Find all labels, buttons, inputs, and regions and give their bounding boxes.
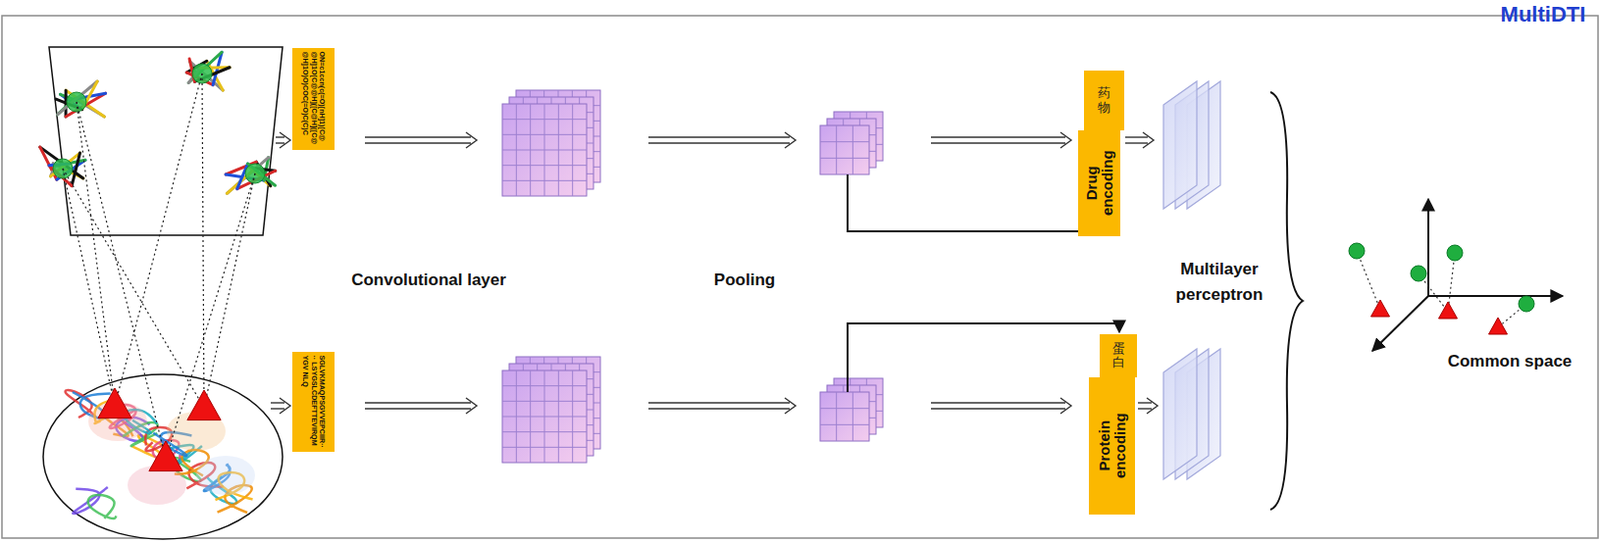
binding-link [62,168,115,407]
protein-embedding [1489,317,1508,335]
feature-map [502,103,587,197]
molecule [186,51,230,91]
stage-label: Convolutional layer [310,267,547,294]
flow-arrow [364,132,477,149]
encoding-label: Drug encoding [1083,142,1116,225]
stage-label: Multilayer perceptron [1157,257,1282,308]
drug-embedding [1348,243,1365,259]
sequence-box: SGLVKMAQPSGVVEPCIIR···· LSYGSLCDEFTTEVIR… [292,352,335,453]
axis [1427,199,1430,297]
molecule [55,81,105,117]
feature-map [820,125,870,175]
protein-embedding [1439,302,1458,319]
binding-link [62,168,205,409]
molecule [40,147,86,187]
protein-surface [196,456,256,496]
drug-embedding [1518,296,1535,312]
flow-arrow [930,132,1072,149]
skip-line [847,323,1120,393]
feature-map [502,370,587,464]
frame [1,15,1599,539]
flow-arrow [930,398,1072,414]
protein-panel [43,374,283,540]
flow-arrow [364,398,477,414]
protein-embedding [1371,300,1391,317]
drug-embedding [1410,265,1427,282]
brace [1270,92,1303,511]
flow-arrow [648,398,796,414]
flow-arrow [1137,398,1158,414]
drug-embedding [1446,245,1463,261]
binding-site [98,388,132,419]
embedding-link [1356,251,1381,310]
stage-label: Common space [1436,349,1584,375]
label-tab: 蛋白 [1099,334,1137,378]
flow-arrow [270,398,291,414]
flow-arrow [275,132,291,149]
protein-ribbon [88,495,117,519]
protein-ribbon [72,487,107,515]
feature-map [820,392,870,442]
chinese-label: 药物 [1097,86,1111,115]
sequence-box: ON=c1ccn(c(=O)[nH]1)[C@@H]1O[C@@H]([C@H]… [292,48,335,151]
figure-tag: MultiDTI [1489,0,1598,31]
skip-line [847,174,1079,232]
sequence-text: ON=c1ccn(c(=O)[nH]1)[C@@H]1O[C@@H]([C@H]… [301,51,326,148]
encoding-label: Protein encoding [1096,405,1129,488]
binding-link [76,102,115,407]
binding-link [76,102,166,460]
stage-label: Pooling [675,267,814,294]
binding-link [204,173,256,409]
sequence-text: SGLVKMAQPSGVVEPCIIR···· LSYGSLCDEFTTEVIR… [301,355,326,450]
binding-site [149,441,183,472]
flow-arrow [648,132,796,149]
label-tab: 药物 [1083,70,1125,131]
mlp-layer [1163,349,1197,480]
binding-site [187,390,221,421]
encoding-box: 蛋白Protein encoding [1088,377,1136,516]
mlp-layer [1163,81,1197,209]
binding-link [202,73,205,409]
axis [1428,295,1563,298]
binding-link [165,173,256,460]
flow-arrow [1125,132,1154,149]
encoding-box: 药物Drug encoding [1078,130,1121,237]
binding-link [114,73,203,407]
chinese-label: 蛋白 [1112,342,1126,371]
